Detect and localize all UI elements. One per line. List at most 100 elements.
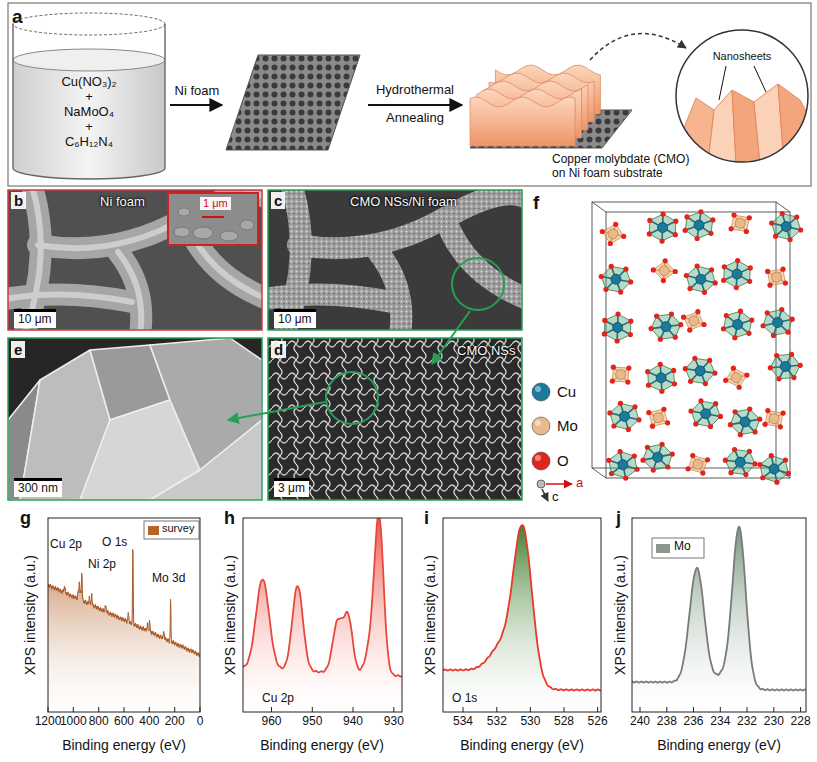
peak-label: Cu 2p: [50, 538, 82, 552]
illustration-part: [271, 707, 272, 712]
scale-label: 10 μm: [274, 309, 316, 328]
illustration-part: [723, 378, 728, 383]
illustration-part: [696, 274, 706, 284]
illustration-part: [623, 267, 628, 272]
illustration-part: [785, 330, 790, 335]
illustration-part: [765, 310, 770, 315]
illustration-part: [684, 214, 689, 219]
illustration-part: [724, 313, 729, 318]
illustration-part: [728, 226, 733, 231]
illustration-part: [773, 707, 774, 712]
illustration-part: [200, 707, 201, 712]
panel-letter: g: [20, 508, 31, 529]
illustration-part: [634, 467, 639, 472]
illustration-part: [710, 217, 715, 222]
illustration-part: [683, 228, 688, 233]
node-label: Cu(NO₃)₂: [10, 74, 168, 89]
panel-letter: b: [11, 192, 26, 209]
illustration-part: [771, 333, 776, 338]
illustration-part: [798, 363, 803, 368]
illustration-part: [732, 335, 737, 340]
illustration-part: [658, 337, 663, 342]
illustration-part: [609, 264, 614, 269]
illustration-part: [625, 379, 630, 384]
illustration-part: [725, 450, 755, 475]
panel-letter: h: [224, 508, 235, 529]
illustration-part: [786, 471, 791, 476]
illustration-part: [592, 202, 606, 212]
legend-label: Mo: [674, 540, 691, 554]
illustration-part: [672, 381, 677, 386]
illustration-part: [609, 471, 614, 476]
axis-title: Binding energy (eV): [260, 737, 384, 753]
illustration-part: [690, 453, 695, 458]
illustration-part: [150, 420, 262, 500]
legend-swatch: [532, 383, 550, 401]
illustration-part: [757, 417, 762, 422]
legend-box: [144, 521, 199, 539]
illustration-part: [8, 338, 262, 500]
magnified-view-outline: [674, 28, 810, 164]
illustration-part: [776, 376, 781, 381]
legend-swatch: [656, 544, 670, 553]
illustration-part: [800, 707, 801, 712]
illustration-part: [599, 209, 804, 485]
illustration-part: [608, 241, 613, 246]
illustration-part: [220, 231, 238, 241]
axis-label: a: [576, 476, 583, 491]
illustration-part: [243, 518, 402, 712]
illustration-part: [703, 381, 708, 386]
illustration-part: [684, 273, 689, 278]
illustration-part: [778, 84, 810, 164]
illustration-part: [735, 457, 745, 467]
illustration-part: [659, 442, 664, 447]
panel-frame: [8, 190, 262, 330]
illustration-part: [701, 322, 706, 327]
tick-label: 238: [657, 715, 677, 729]
illustration-part: [760, 456, 788, 483]
tick-label: 534: [453, 715, 473, 729]
illustration-part: [767, 283, 772, 288]
legend-swatch: [532, 417, 550, 435]
illustration-part: [798, 227, 803, 232]
tick-label: 232: [737, 715, 757, 729]
illustration-part: [174, 227, 190, 237]
illustration-part: [765, 408, 770, 413]
illustration-part: [611, 423, 616, 428]
panel-frame: [268, 190, 522, 330]
illustration-part: [653, 413, 663, 423]
illustration-part: [606, 212, 790, 478]
legend-box: [652, 538, 704, 558]
illustration-part: [688, 408, 693, 413]
illustration-part: [692, 356, 697, 361]
illustration-part: [443, 525, 601, 690]
inset-image: [168, 193, 258, 245]
illustration-part: [747, 707, 748, 712]
illustration-part: [626, 365, 631, 370]
illustration-part: [728, 422, 733, 427]
illustration-part: [722, 264, 727, 269]
illustration-part: [781, 222, 791, 232]
illustration-part: [693, 421, 698, 426]
panel-letter: d: [271, 341, 286, 358]
illustration-part: [603, 287, 608, 292]
sphere-highlight: [535, 420, 541, 426]
illustration-part: [658, 362, 663, 367]
illustration-part: [769, 414, 779, 424]
illustration-part: [673, 232, 678, 237]
illustration-part: [496, 707, 497, 712]
illustration-part: [769, 220, 774, 225]
tick-label: 230: [764, 715, 784, 729]
peak-label: O 1s: [102, 536, 127, 550]
tick-label: 1000: [60, 715, 87, 729]
illustration-part: [312, 707, 313, 712]
illustration-part: [698, 209, 703, 214]
illustration-part: [48, 549, 200, 712]
illustration-part: [623, 475, 628, 480]
illustration-part: [744, 372, 749, 377]
illustration-part: [789, 352, 794, 357]
sem-image: [268, 190, 522, 330]
illustration-part: [648, 326, 653, 331]
unit-cell: [592, 202, 790, 478]
illustration-part: [693, 707, 694, 712]
